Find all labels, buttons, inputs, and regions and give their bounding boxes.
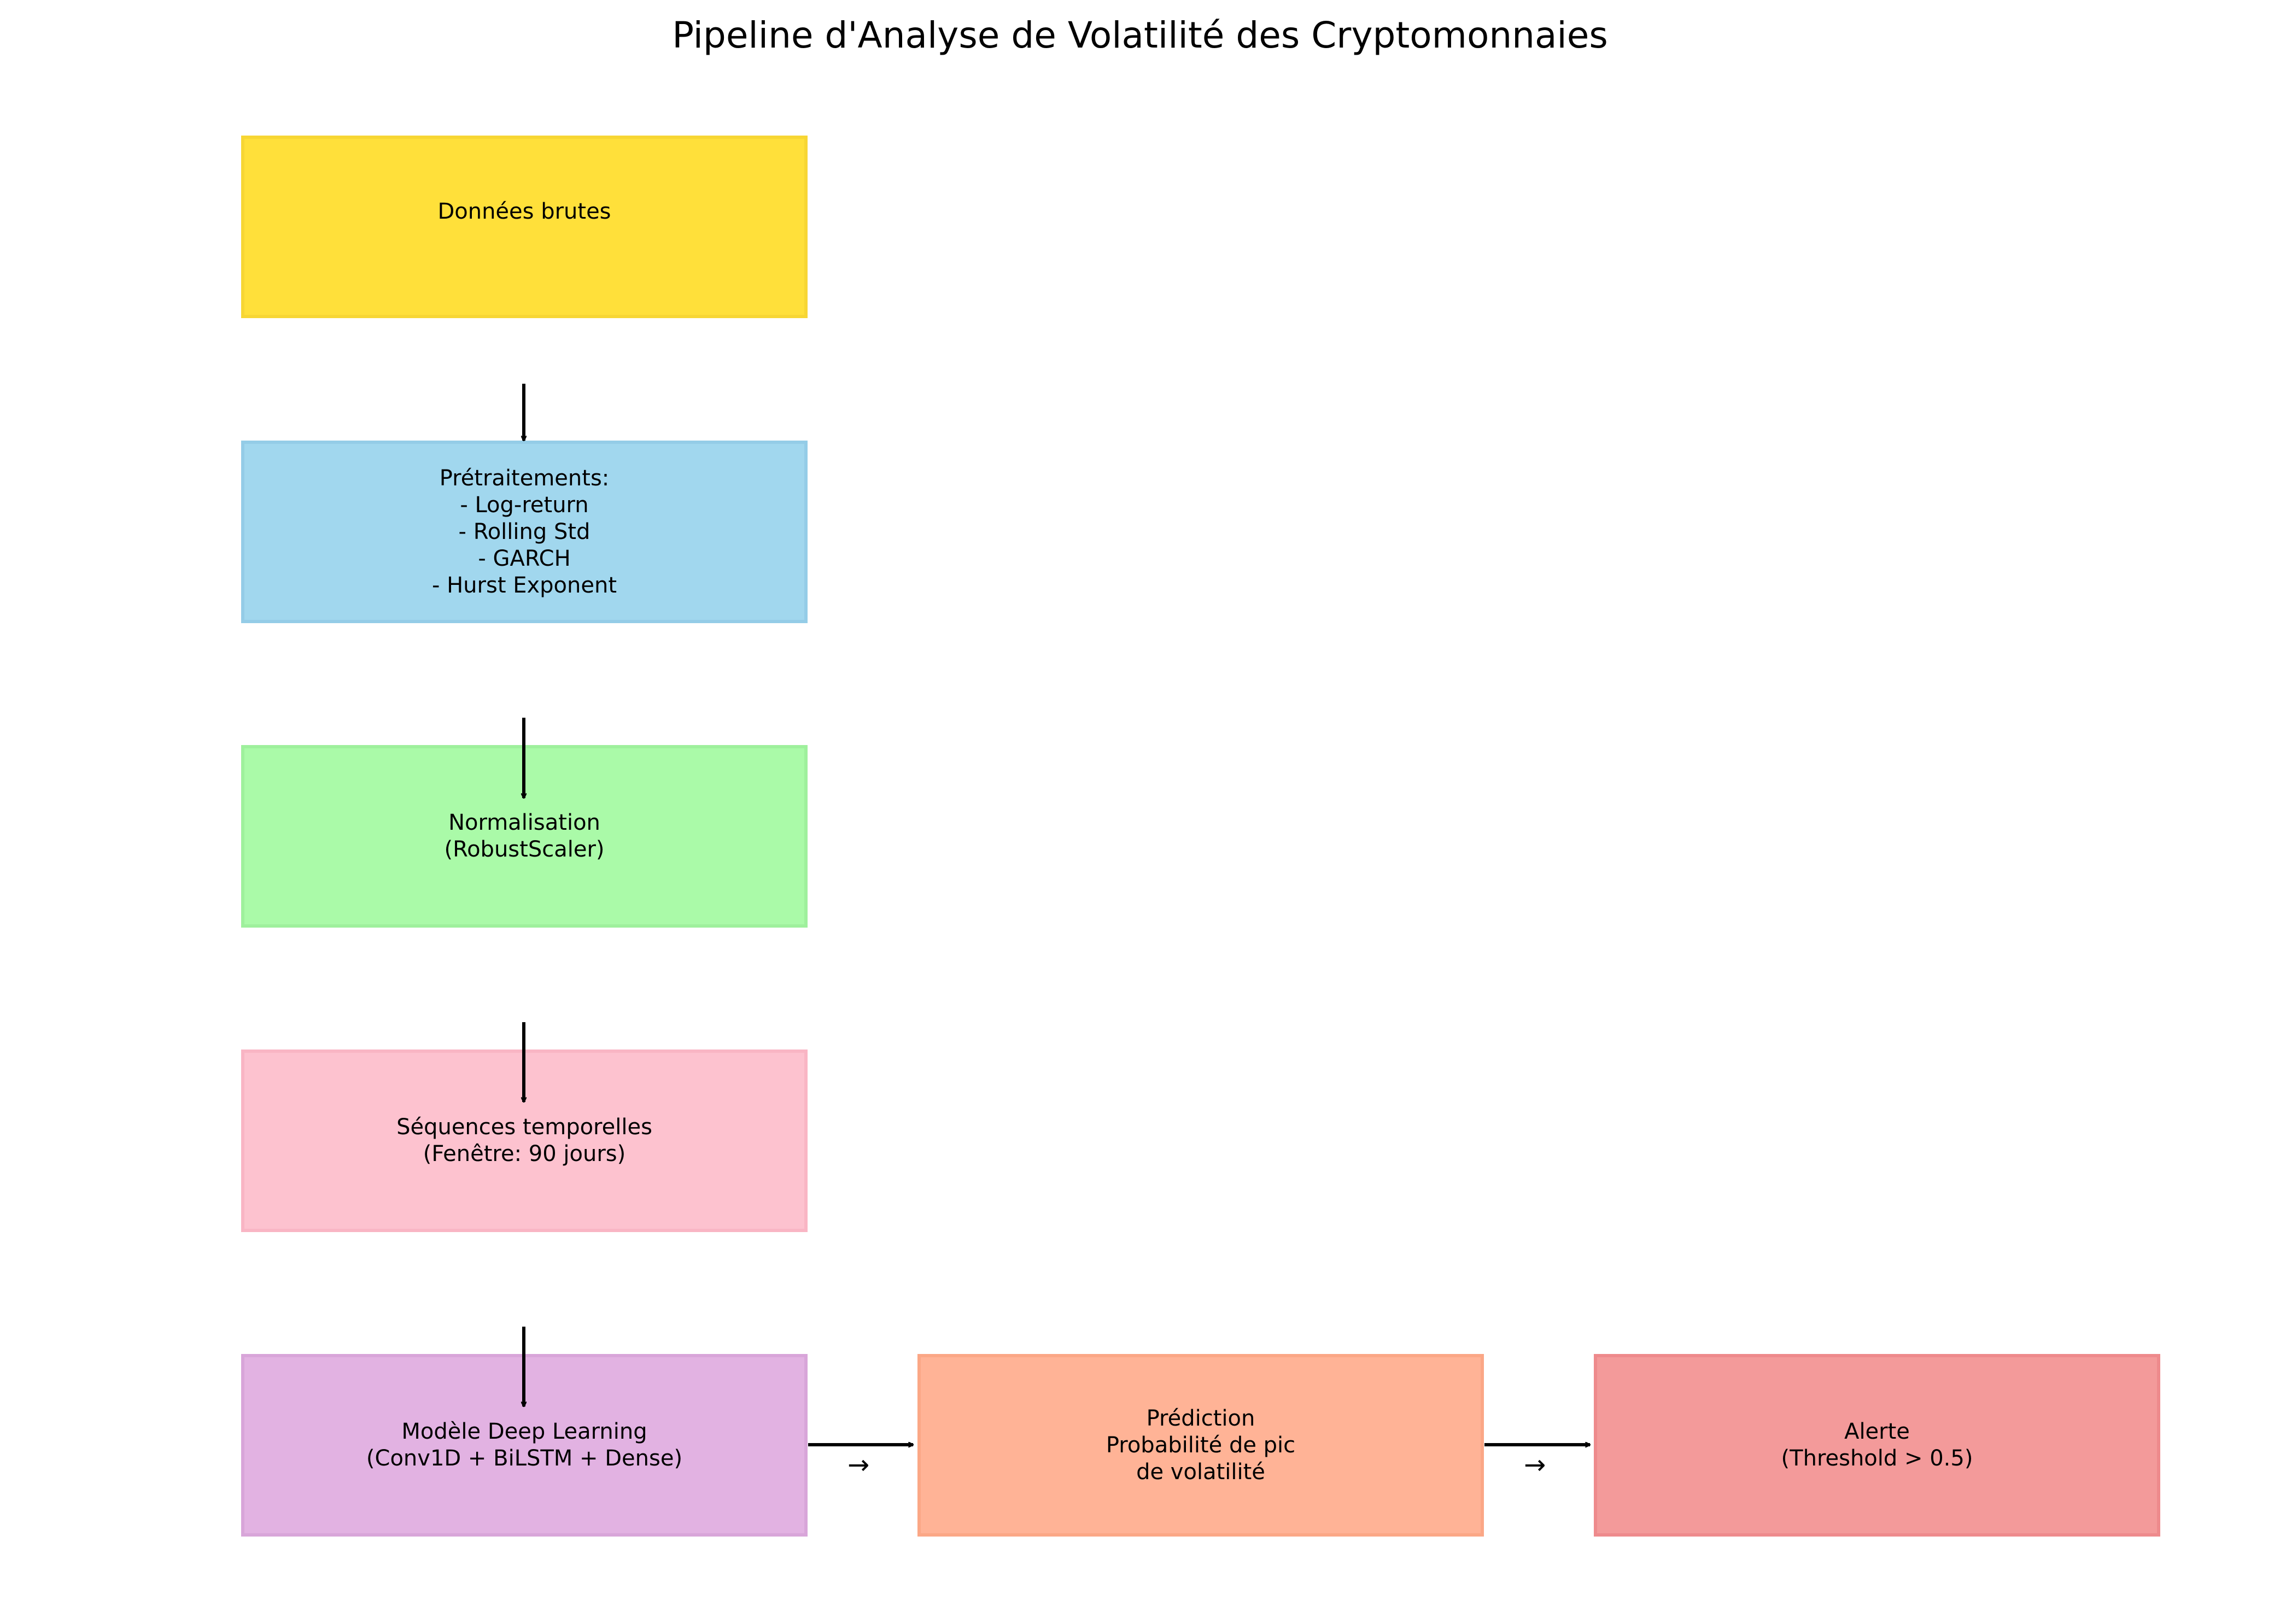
node-preprocessing: Prétraitements: - Log-return - Rolling S…: [241, 441, 808, 623]
node-label: Séquences temporelles (Fenêtre: 90 jours…: [396, 1115, 652, 1166]
arrow-label-model-to-prediction: →: [847, 1450, 870, 1480]
node-label: Alerte (Threshold > 0.5): [1781, 1419, 1973, 1471]
arrow-label-prediction-to-alert: →: [1524, 1450, 1546, 1480]
diagram-title: Pipeline d'Analyse de Volatilité des Cry…: [672, 14, 1608, 56]
node-raw-data: Données brutes: [241, 136, 808, 318]
node-alert: Alerte (Threshold > 0.5): [1594, 1354, 2160, 1537]
node-label: Données brutes: [437, 198, 611, 224]
node-model: Modèle Deep Learning (Conv1D + BiLSTM + …: [241, 1354, 808, 1537]
node-prediction: Prédiction Probabilité de pic de volatil…: [917, 1354, 1484, 1537]
node-label: Prédiction Probabilité de pic de volatil…: [1106, 1405, 1296, 1485]
node-label: Prétraitements: - Log-return - Rolling S…: [431, 465, 617, 598]
node-sequences: Séquences temporelles (Fenêtre: 90 jours…: [241, 1050, 808, 1232]
node-label: Modèle Deep Learning (Conv1D + BiLSTM + …: [366, 1419, 683, 1471]
node-label: Normalisation (RobustScaler): [444, 810, 605, 862]
node-normalization: Normalisation (RobustScaler): [241, 745, 808, 928]
